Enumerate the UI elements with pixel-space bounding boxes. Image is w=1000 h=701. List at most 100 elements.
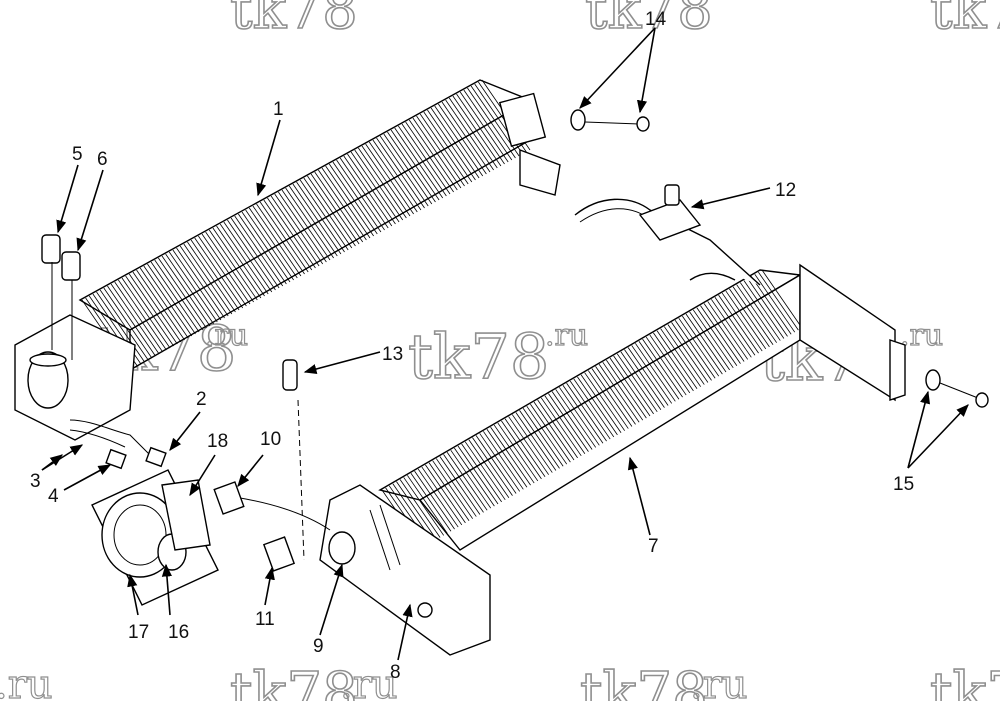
coil-fin — [653, 332, 694, 392]
coil-fin — [205, 231, 254, 303]
coil-fin — [450, 449, 492, 509]
coil-fin — [403, 477, 445, 536]
callout-5: 5 — [72, 144, 83, 165]
coil-fin — [559, 387, 600, 446]
coil-fin — [700, 305, 741, 364]
coil-fin — [511, 414, 553, 473]
coil-fin — [343, 155, 393, 227]
coil-fin — [551, 391, 593, 450]
coil-fin — [256, 203, 305, 275]
coil-fin — [407, 475, 448, 534]
coil-fin — [417, 468, 459, 528]
coil-fin — [358, 147, 407, 219]
coil-fin — [754, 273, 796, 333]
coil-fin — [408, 119, 458, 191]
coil-fin — [372, 139, 422, 211]
coil-fin — [616, 353, 658, 413]
coil-fin — [285, 187, 334, 259]
coil-fin — [183, 243, 233, 315]
coil-fin — [613, 355, 654, 415]
coil-fin — [758, 271, 799, 331]
callout-11: 11 — [255, 609, 275, 630]
coil-fin — [267, 197, 316, 269]
coil-fin — [318, 169, 367, 241]
coil-fin — [566, 382, 607, 442]
coil-fin — [401, 123, 451, 195]
callout-16: 16 — [168, 622, 189, 643]
coil-fin — [441, 101, 491, 173]
coil-fin — [179, 245, 229, 317]
coil-fin — [555, 389, 597, 448]
coil-fin — [692, 309, 734, 369]
coil-fin — [732, 286, 774, 345]
callout-14: 14 — [645, 9, 667, 30]
coil-fin — [591, 368, 633, 427]
coil-fin — [321, 167, 371, 239]
coil-fin — [405, 121, 454, 193]
coil-lower-fins — [381, 269, 803, 549]
coil-fin — [299, 179, 349, 251]
coil-fin — [519, 410, 560, 469]
callout-15: 15 — [893, 474, 914, 495]
coil-fin — [399, 479, 441, 538]
watermark-bottom-2: tk78 — [580, 661, 708, 701]
coil-fin — [438, 103, 487, 175]
coil-fin — [325, 165, 374, 237]
callout-4: 4 — [48, 486, 59, 507]
coil-fin — [396, 481, 437, 540]
watermark-top-1: tk78 — [230, 0, 358, 42]
coil-fin — [721, 292, 763, 352]
coil-fin — [448, 97, 498, 169]
coil-fin — [533, 401, 575, 461]
coil-fin — [703, 303, 745, 362]
coil-fin — [227, 219, 276, 291]
coil-fin — [736, 284, 777, 343]
left-end-assembly — [14, 234, 167, 470]
coil-fin — [678, 317, 720, 377]
coil-fin — [468, 439, 510, 498]
coil-fin — [419, 113, 469, 185]
coil-fin — [425, 464, 466, 524]
coil-fin — [504, 418, 546, 477]
coil-fin — [439, 456, 481, 515]
leader-lines — [41, 27, 969, 661]
coil-fin — [642, 338, 683, 398]
coil-fin — [446, 452, 488, 511]
coil-fin — [410, 473, 452, 532]
coil-fin — [212, 227, 262, 299]
coil-fin — [103, 287, 153, 359]
coil-fin — [432, 460, 473, 519]
callout-17: 17 — [128, 622, 149, 643]
coil-fin — [464, 441, 506, 501]
coil-fin — [577, 376, 618, 436]
coil-fin — [398, 125, 447, 197]
coil-fin — [143, 265, 193, 337]
coil-fin — [150, 261, 200, 333]
coil-fin — [412, 117, 462, 189]
callout-2: 2 — [196, 389, 207, 410]
coil-fin — [443, 454, 484, 513]
coil-fin — [376, 137, 425, 209]
coil-fin — [459, 91, 509, 163]
coil-fin — [548, 393, 589, 452]
coil-fin — [303, 177, 353, 249]
coil-fin — [606, 359, 647, 419]
coil-fin — [537, 399, 578, 459]
coil-fin — [515, 412, 557, 471]
coil-fin — [96, 291, 145, 363]
coil-fin — [667, 324, 709, 383]
coil-fin — [219, 223, 269, 295]
coil-fin — [368, 141, 418, 213]
coil-fin — [194, 237, 244, 309]
coil-fin — [270, 195, 320, 267]
coil-fin — [674, 320, 716, 379]
coil-fin — [421, 466, 463, 526]
coil-fin — [190, 239, 240, 311]
coil-fin — [208, 229, 258, 301]
coil-fin — [132, 271, 182, 343]
coil-fin — [609, 357, 651, 417]
callout-18: 18 — [207, 431, 228, 452]
coil-fin — [483, 431, 524, 490]
coil-fin — [635, 343, 676, 402]
watermark-bottom-3: tk78 — [930, 661, 1000, 701]
